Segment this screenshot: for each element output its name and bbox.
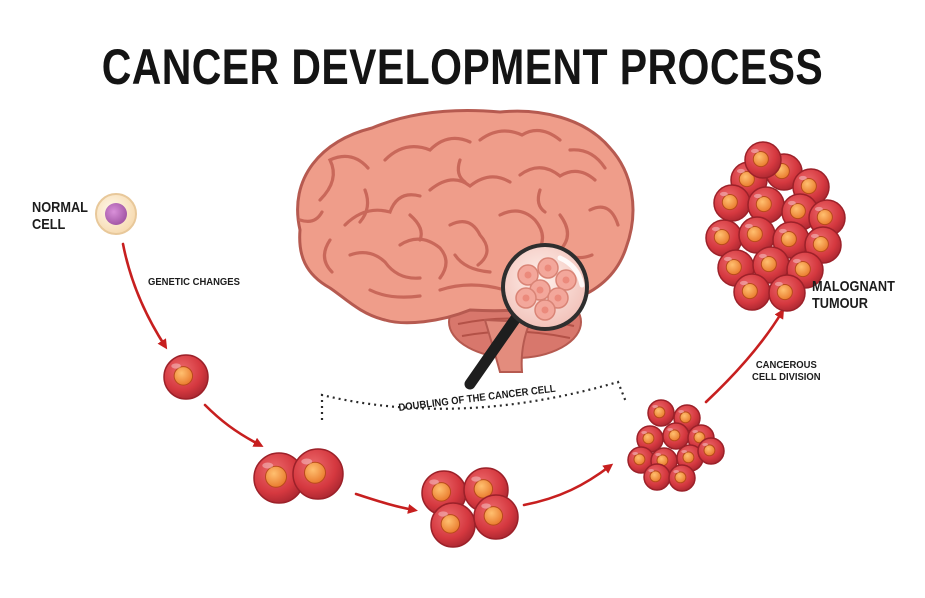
brain-stem bbox=[483, 318, 532, 373]
cell-nucleus bbox=[721, 194, 738, 211]
cell-nucleus bbox=[431, 482, 452, 502]
cell-nucleus bbox=[746, 226, 763, 243]
cell-highlight bbox=[702, 442, 709, 447]
cell-highlight bbox=[171, 363, 181, 369]
cell-highlight bbox=[641, 430, 648, 435]
label-normal-cell-line2: CELL bbox=[32, 215, 66, 233]
cell-nucleus bbox=[440, 514, 461, 534]
label-normal-cell: NORMAL CELL bbox=[32, 199, 88, 234]
cell-nucleus bbox=[738, 171, 755, 188]
cell-highlight bbox=[814, 206, 823, 212]
cell-highlight bbox=[632, 451, 639, 456]
cell-nucleus bbox=[713, 229, 730, 246]
label-malignant-line1: MALOGNANT bbox=[812, 278, 895, 295]
cell-nucleus bbox=[668, 429, 681, 442]
brain-illustration bbox=[296, 109, 635, 373]
cell-highlight bbox=[655, 452, 662, 457]
cell-highlight bbox=[692, 429, 699, 434]
label-malignant-tumour: MALOGNANT TUMOUR bbox=[812, 278, 895, 313]
label-genetic-changes: GENETIC CHANGES bbox=[148, 276, 240, 288]
cell-nucleus bbox=[265, 465, 287, 488]
cell-nucleus bbox=[789, 203, 806, 220]
cell-highlight bbox=[262, 462, 274, 469]
cell-highlight bbox=[774, 281, 783, 287]
label-cancerous-line2: CELL DIVISION bbox=[752, 370, 821, 383]
four-cancer-cells bbox=[421, 467, 519, 548]
cell-nucleus bbox=[816, 209, 833, 226]
process-arrows bbox=[121, 242, 785, 514]
cell-highlight bbox=[719, 191, 728, 197]
tumour-cluster-icon bbox=[705, 141, 846, 312]
cell-highlight bbox=[792, 258, 801, 264]
cell-nucleus bbox=[682, 451, 695, 464]
cell-nucleus bbox=[752, 151, 769, 168]
cell-nucleus bbox=[649, 470, 662, 483]
two-cancer-cells bbox=[253, 448, 344, 504]
cell-highlight bbox=[681, 449, 688, 454]
cell-highlight bbox=[723, 256, 732, 262]
cell-nucleus bbox=[674, 471, 687, 484]
cancer-cell-cluster bbox=[627, 399, 725, 492]
cell-highlight bbox=[758, 253, 767, 259]
cell-nucleus bbox=[633, 453, 646, 466]
cell-highlight bbox=[739, 280, 748, 286]
arrow-to-four-cells bbox=[354, 492, 418, 514]
cell-highlight bbox=[667, 427, 674, 432]
cell-nucleus bbox=[642, 432, 655, 445]
cell-nucleus bbox=[755, 196, 772, 213]
cell-highlight bbox=[753, 193, 762, 199]
cell-highlight bbox=[750, 148, 759, 154]
cell-highlight bbox=[429, 479, 439, 485]
cell-highlight bbox=[652, 404, 659, 409]
cell-nucleus bbox=[741, 283, 758, 300]
single-cancer-cell bbox=[163, 354, 209, 400]
cell-nucleus bbox=[703, 444, 716, 457]
cell-nucleus bbox=[812, 236, 829, 253]
doubling-bracket bbox=[320, 380, 628, 420]
cell-nucleus bbox=[653, 406, 666, 419]
label-malignant-line2: TUMOUR bbox=[812, 294, 868, 312]
cell-highlight bbox=[438, 511, 448, 517]
cell-nucleus bbox=[776, 284, 793, 301]
cell-highlight bbox=[744, 223, 753, 229]
arrow-genetic-changes bbox=[121, 242, 168, 350]
cell-nucleus bbox=[173, 366, 194, 386]
magnifying-glass-icon bbox=[464, 243, 589, 390]
cell-highlight bbox=[471, 476, 481, 482]
cell-highlight bbox=[778, 228, 787, 234]
page-title: CANCER DEVELOPMENT PROCESS bbox=[101, 39, 824, 95]
label-normal-cell-line1: NORMAL bbox=[32, 199, 88, 216]
cell-nucleus bbox=[483, 506, 504, 526]
cell-nucleus bbox=[304, 461, 326, 484]
cell-highlight bbox=[736, 168, 745, 174]
cell-highlight bbox=[673, 469, 680, 474]
label-cancerous-cell-division: CANCEROUS CELL DIVISION bbox=[752, 359, 821, 384]
cell-highlight bbox=[301, 458, 313, 465]
cell-highlight bbox=[787, 200, 796, 206]
cell-nucleus bbox=[693, 431, 706, 444]
cell-highlight bbox=[798, 175, 807, 181]
arrow-to-tumour bbox=[704, 308, 785, 404]
cell-highlight bbox=[481, 503, 491, 509]
cell-nucleus bbox=[794, 261, 811, 278]
arrow-to-cluster bbox=[522, 463, 614, 507]
cell-highlight bbox=[711, 226, 720, 232]
normal-cell-icon bbox=[95, 193, 137, 235]
cell-nucleus bbox=[780, 231, 797, 248]
cell-highlight bbox=[648, 468, 655, 473]
label-cancerous-line1: CANCEROUS bbox=[755, 359, 817, 371]
cell-nucleus bbox=[725, 259, 742, 276]
cell-nucleus bbox=[760, 256, 777, 273]
cell-nucleus bbox=[679, 411, 692, 424]
cell-highlight bbox=[678, 409, 685, 414]
cell-nucleus bbox=[800, 178, 817, 195]
cancer-cells bbox=[163, 141, 846, 548]
arrow-to-two-cells bbox=[203, 403, 264, 447]
cell-highlight bbox=[810, 233, 819, 239]
